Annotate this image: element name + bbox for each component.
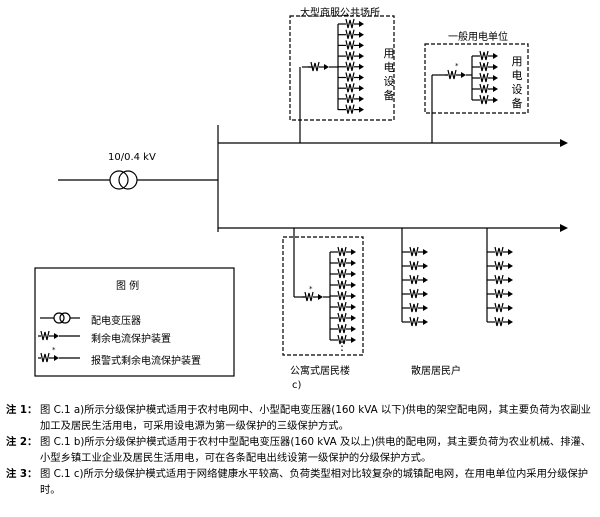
rcd-icon bbox=[406, 246, 429, 257]
note-text: 图 C.1 a)所示分级保护模式适用于农村电网中、小型配电变压器(160 kVA… bbox=[40, 404, 591, 432]
rcd-icon bbox=[476, 72, 499, 83]
rcd-icon bbox=[491, 316, 514, 327]
rcd-icon bbox=[334, 323, 357, 334]
rcd-icon bbox=[334, 279, 357, 290]
voltage-label: 10/0.4 kV bbox=[108, 152, 156, 163]
rcd-icon bbox=[342, 103, 365, 115]
general-unit-title: 一般用电单位 bbox=[448, 32, 508, 43]
rcd-icon bbox=[342, 29, 365, 40]
general-unit-branches bbox=[472, 50, 499, 105]
notes-section: 注 1： 图 C.1 a)所示分级保护模式适用于农村电网中、小型配电变压器(16… bbox=[6, 402, 598, 498]
rcd-icon bbox=[342, 61, 365, 72]
large-equipment-label: 用电设备 bbox=[383, 47, 395, 102]
rcd-icon bbox=[491, 274, 514, 285]
legend-box: * bbox=[34, 267, 235, 377]
subfigure-label: c) bbox=[292, 380, 302, 391]
rcd-icon bbox=[334, 257, 357, 268]
rcd-icon bbox=[334, 268, 357, 279]
note-2: 注 2： 图 C.1 b)所示分级保护模式适用于农村中型配电变压器(160 kV… bbox=[6, 434, 598, 466]
rcd-icon bbox=[342, 71, 365, 83]
rcd-icon bbox=[334, 301, 357, 312]
rcd-icon bbox=[491, 260, 514, 271]
note-tag: 注 2： bbox=[6, 436, 38, 448]
note-3: 注 3： 图 C.1 c)所示分级保护模式适用于网络健康水平较高、负荷类型相对比… bbox=[6, 466, 598, 498]
note-tag: 注 3： bbox=[6, 468, 38, 480]
rcd-icon bbox=[406, 274, 429, 285]
rcd-icon bbox=[342, 93, 365, 104]
rcd-icon bbox=[342, 39, 365, 51]
rcd-icon bbox=[334, 246, 357, 257]
rcd-icon bbox=[406, 288, 429, 299]
distribution-transformer-icon bbox=[58, 170, 218, 190]
legend-item-transformer: 配电变压器 bbox=[91, 316, 141, 327]
note-text: 图 C.1 c)所示分级保护模式适用于网络健康水平较高、负荷类型相对比较复杂的城… bbox=[40, 468, 589, 496]
rcd-icon bbox=[476, 61, 499, 72]
note-text: 图 C.1 b)所示分级保护模式适用于农村中型配电变压器(160 kVA 及以上… bbox=[40, 436, 592, 464]
legend-item-alarm-rcd: 报警式剩余电流保护装置 bbox=[91, 356, 201, 367]
rcd-icon bbox=[406, 260, 429, 271]
protection-scheme-diagram: * * * bbox=[34, 15, 568, 377]
note-tag: 注 1： bbox=[6, 404, 38, 416]
rcd-icon bbox=[476, 50, 499, 61]
large-venue-branches bbox=[338, 18, 365, 115]
apartment-label: 公寓式居民楼 bbox=[290, 366, 350, 377]
busbars bbox=[217, 125, 568, 232]
household-branches bbox=[402, 246, 514, 327]
svg-text:*: * bbox=[309, 285, 313, 293]
rcd-icon bbox=[476, 83, 499, 94]
svg-text:*: * bbox=[455, 62, 459, 70]
legend-title: 图 例 bbox=[116, 281, 140, 292]
general-equipment-label: 用电设备 bbox=[511, 55, 523, 110]
rcd-icon bbox=[406, 316, 429, 327]
rcd-icon bbox=[491, 302, 514, 313]
apartment-feeder: * bbox=[282, 228, 364, 356]
svg-text:*: * bbox=[52, 346, 56, 354]
legend-item-rcd: 剩余电流保护装置 bbox=[91, 334, 171, 345]
ellipsis-dots: ⋮ bbox=[336, 339, 348, 353]
rcd-icon bbox=[476, 94, 499, 105]
apartment-branches bbox=[330, 246, 357, 345]
rcd-icon bbox=[491, 246, 514, 257]
rcd-icon bbox=[342, 50, 365, 61]
rcd-icon bbox=[342, 18, 365, 29]
rcd-icon bbox=[334, 290, 357, 301]
rcd-icon bbox=[406, 302, 429, 313]
rcd-icon bbox=[334, 312, 357, 323]
rcd-icon bbox=[491, 288, 514, 299]
scattered-label: 散居居民户 bbox=[411, 366, 461, 377]
large-venue-title: 大型商服公共场所 bbox=[300, 8, 380, 19]
rcd-icon bbox=[342, 82, 365, 93]
note-1: 注 1： 图 C.1 a)所示分级保护模式适用于农村电网中、小型配电变压器(16… bbox=[6, 402, 598, 434]
